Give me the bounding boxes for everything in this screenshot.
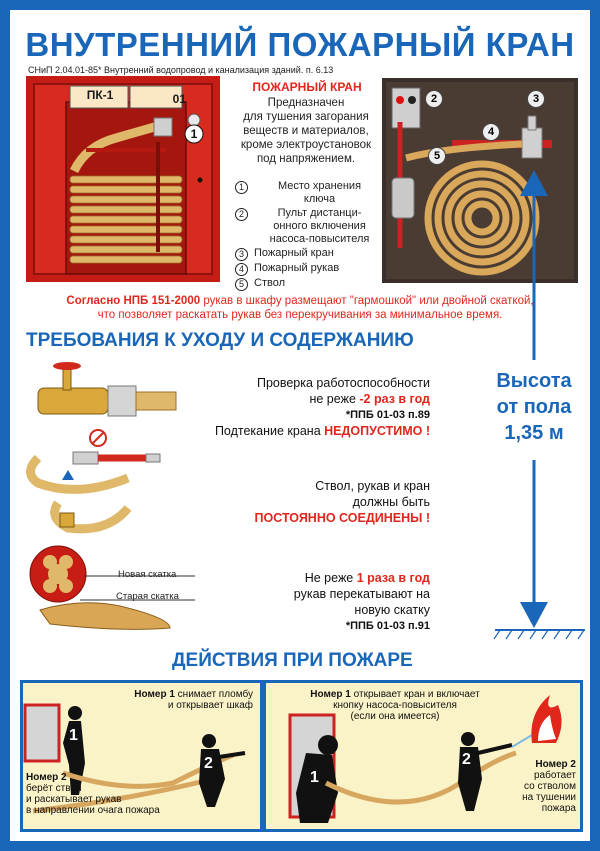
callout-3: 3 <box>527 90 545 108</box>
legend-number: 4 <box>235 263 248 276</box>
req1-leak-text: Подтекание крана <box>214 424 325 438</box>
action2-n2-line4: на тушении <box>522 792 576 803</box>
action2-n1-line2: кнопку насоса-повысителя <box>333 700 457 711</box>
action1-n1-text: снимает пломбу <box>174 689 253 700</box>
section-fire-title: ДЕЙСТВИЯ ПРИ ПОЖАРЕ <box>172 650 413 671</box>
action1-number1-text: Номер 1 снимает пломбу и открывает шкаф <box>105 689 253 711</box>
component-legend: 1 Место хранения ключа 2 Пульт дистанци- о… <box>235 180 385 292</box>
cabinet-plate-number: 01 <box>172 92 186 106</box>
new-roll-label: Новая скатка <box>118 569 177 580</box>
action2-scene <box>288 695 562 823</box>
legend-item: 4 Пожарный рукав <box>235 262 385 276</box>
requirement-reroll: Не реже 1 раза в год рукав перекатывают … <box>190 570 430 634</box>
action2-n2-line2: работает <box>533 770 576 781</box>
action1-scene <box>23 703 246 814</box>
legend-number: 1 <box>235 181 248 194</box>
npb-line1: рукав в шкафу размещают "гармошкой" или … <box>200 295 534 307</box>
height-line2: от пола <box>496 396 572 418</box>
req2-warning: ПОСТОЯННО СОЕДИНЕНЫ ! <box>254 511 430 525</box>
panel-title: ПОЖАРНЫЙ КРАН <box>252 80 362 94</box>
req3-frequency: 1 раза в год <box>356 571 430 585</box>
height-line1: Высота <box>496 370 572 392</box>
height-label: Высота от пола 1,35 м <box>478 368 590 446</box>
hose-roll-illustration <box>29 545 195 630</box>
old-roll-label: Старая скатка <box>116 591 179 602</box>
callout-2: 2 <box>425 90 443 108</box>
req1-leak-warning: НЕДОПУСТИМО ! <box>324 424 430 438</box>
action2-figure1: 1 <box>310 769 319 786</box>
snip-reference: СНиП 2.04.01-85* Внутренний водопровод и… <box>28 65 334 75</box>
req3-line2: рукав перекатывают на <box>293 587 430 601</box>
legend-text: Пожарный кран <box>254 247 334 259</box>
req1-ref: *ППБ 01-03 п.89 <box>345 409 430 421</box>
action1-n2-line3: и раскатывает рукав <box>26 794 122 805</box>
req2-line2: должны быть <box>352 495 430 509</box>
requirement-check: Проверка работоспособности не реже -2 ра… <box>190 375 430 439</box>
legend-text: Пожарный рукав <box>254 262 340 274</box>
action2-n2-line5: пожара <box>541 803 576 814</box>
action2-n1-label: Номер 1 <box>310 689 351 700</box>
cabinet-label: ПК-1 <box>86 88 114 102</box>
action1-figure2: 2 <box>204 755 213 772</box>
req2-line1: Ствол, рукав и кран <box>315 479 430 493</box>
callout-5: 5 <box>428 147 446 165</box>
legend-text: Ствол <box>254 277 285 289</box>
action2-n2-label: Номер 2 <box>535 759 576 770</box>
req3-line1-text: Не реже <box>304 571 357 585</box>
section-care-title: ТРЕБОВАНИЯ К УХОДУ И СОДЕРЖАНИЮ <box>26 330 414 351</box>
req1-line1: Проверка работоспособности <box>256 376 430 390</box>
purpose-text: Предназначен для тушения загорания вещес… <box>240 97 372 165</box>
legend-item: 3 Пожарный кран <box>235 247 385 261</box>
npb-reference: Согласно НПБ 151-2000 <box>66 295 201 307</box>
fire-cabinet-illustration <box>26 76 220 282</box>
requirement-connected: Ствол, рукав и кран должны быть ПОСТОЯНН… <box>190 478 430 526</box>
action1-n2-line4: в направлении очага пожара <box>26 805 160 816</box>
legend-text: Пульт дистанци- онного включения насоса-… <box>269 207 370 245</box>
action2-number2-text: Номер 2 работает со стволом на тушении п… <box>506 759 576 814</box>
legend-text: Место хранения ключа <box>277 180 362 205</box>
action-panel-1: 1 2 Номер 1 снимает пломбу и открывает ш… <box>20 680 263 832</box>
open-cabinet-photo <box>382 78 578 283</box>
legend-number: 3 <box>235 248 248 261</box>
action2-figure2: 2 <box>462 751 471 768</box>
action2-n2-line3: со стволом <box>524 781 576 792</box>
npb-note: Согласно НПБ 151-2000 рукав в шкафу разм… <box>0 294 600 322</box>
action2-number1-text: Номер 1 открывает кран и включает кнопку… <box>270 689 520 722</box>
callout-4: 4 <box>482 123 500 141</box>
legend-item: 1 Место хранения ключа <box>235 180 385 206</box>
action1-n1-label: Номер 1 <box>134 689 175 700</box>
action1-n1-line2: и открывает шкаф <box>167 700 253 711</box>
req1-frequency: -2 раз в год <box>359 392 430 406</box>
action1-n2-label: Номер 2 <box>26 772 67 783</box>
page-title: ВНУТРЕННИЙ ПОЖАРНЫЙ КРАН <box>25 26 575 63</box>
legend-item: 2 Пульт дистанци- онного включения насоса… <box>235 207 385 246</box>
legend-number: 5 <box>235 278 248 291</box>
action1-n2-line2: берёт ствол <box>26 783 82 794</box>
action1-figure1: 1 <box>69 727 78 744</box>
valve-hose-illustration <box>26 362 177 534</box>
legend-item: 5 Ствол <box>235 277 385 291</box>
action1-number2-text: Номер 2 берёт ствол и раскатывает рукав … <box>26 772 226 816</box>
callout-1: 1 <box>190 127 198 141</box>
action-panel-2: 1 2 Номер 1 открывает кран и включает кн… <box>263 680 583 832</box>
req1-line2-text: не реже <box>309 392 360 406</box>
npb-line2: что позволяет раскатать рукав без перекр… <box>97 309 503 321</box>
height-value: 1,35 м <box>504 422 564 444</box>
req3-ref: *ППБ 01-03 п.91 <box>345 620 430 632</box>
legend-number: 2 <box>235 208 248 221</box>
height-arrow <box>493 170 585 640</box>
req3-line3: новую скатку <box>354 603 430 617</box>
action2-n1-text: открывает кран и включает <box>350 689 480 700</box>
action2-n1-line3: (если она имеется) <box>350 711 440 722</box>
